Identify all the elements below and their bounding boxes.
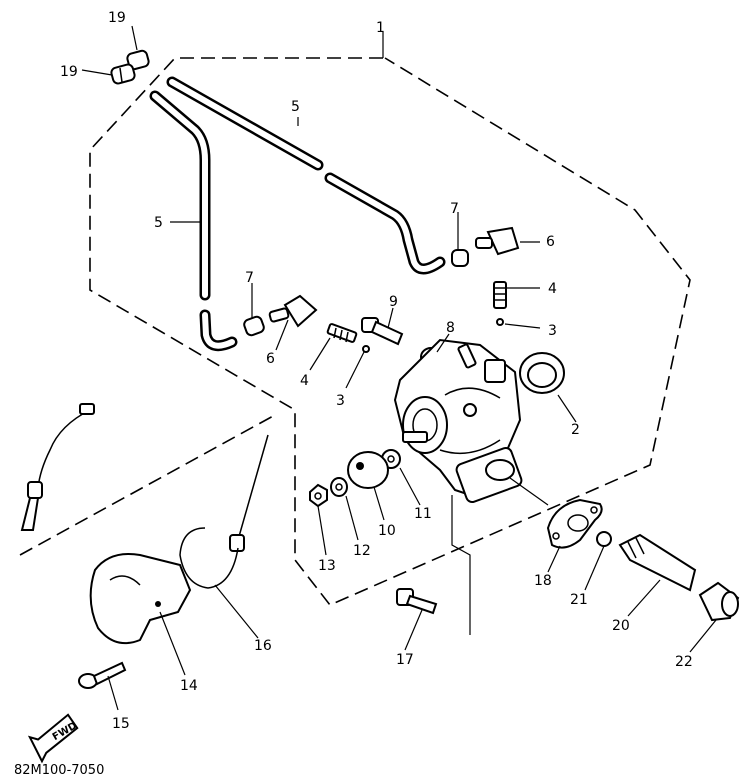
callout-11: 11 <box>414 506 432 522</box>
elbow-fitting-6a <box>475 226 520 256</box>
hose-clip-7a <box>451 249 469 267</box>
hose-left <box>149 90 238 352</box>
callout-8: 8 <box>446 320 455 336</box>
diagram-code: 82M100-7050 <box>14 763 104 778</box>
check-ball-3b <box>362 345 370 353</box>
callout-22: 22 <box>675 654 693 670</box>
callout-10: 10 <box>378 523 396 539</box>
callout-14: 14 <box>180 678 198 694</box>
bolt-15 <box>78 661 127 689</box>
callout-3-left: 3 <box>336 393 345 409</box>
callout-7-right: 7 <box>450 201 459 217</box>
oil-seal-2 <box>519 352 565 394</box>
elbow-fitting-6b <box>268 294 318 328</box>
pump-body <box>393 338 523 504</box>
callout-19-left: 19 <box>60 64 78 80</box>
leader-lines <box>81 25 717 711</box>
fwd-arrow-icon: FWD <box>27 713 79 764</box>
bolt-9 <box>361 317 404 346</box>
nut-13 <box>309 483 328 508</box>
hose-clip-19a <box>126 49 150 71</box>
callout-18: 18 <box>534 573 552 589</box>
hose-clip-19b <box>110 63 136 85</box>
bolt-17 <box>396 588 438 615</box>
drive-gear-10 <box>347 451 389 489</box>
coupling-22 <box>698 581 740 622</box>
callout-5-left: 5 <box>154 215 163 231</box>
hose-clip-7b <box>243 315 265 337</box>
callout-16: 16 <box>254 638 272 654</box>
lead-pump-17 <box>451 495 471 635</box>
callout-17: 17 <box>396 652 414 668</box>
cable-16 <box>179 434 269 589</box>
spring-4b <box>326 323 358 343</box>
callout-12: 12 <box>353 543 371 559</box>
callout-20: 20 <box>612 618 630 634</box>
callout-5-top: 5 <box>291 99 300 115</box>
callout-7-left: 7 <box>245 270 254 286</box>
callout-2: 2 <box>571 422 580 438</box>
cover-14 <box>89 553 192 644</box>
o-ring-21 <box>596 531 612 547</box>
cable-left <box>20 403 95 531</box>
section-divider <box>19 414 276 556</box>
callout-6-right: 6 <box>546 234 555 250</box>
callout-21: 21 <box>570 592 588 608</box>
callout-3-right: 3 <box>548 323 557 339</box>
washer-12 <box>330 477 348 497</box>
callout-4-left: 4 <box>300 373 309 389</box>
callout-19-top: 19 <box>108 10 126 26</box>
callout-6-left: 6 <box>266 351 275 367</box>
check-ball-3a <box>496 318 504 326</box>
hose-upper <box>166 76 446 275</box>
callout-4-right: 4 <box>548 281 557 297</box>
callout-15: 15 <box>112 716 130 732</box>
callout-13: 13 <box>318 558 336 574</box>
gasket-18 <box>546 498 603 549</box>
callout-1: 1 <box>376 20 385 36</box>
callout-9: 9 <box>389 294 398 310</box>
drive-shaft-20 <box>618 533 697 592</box>
spring-4a <box>493 281 507 309</box>
